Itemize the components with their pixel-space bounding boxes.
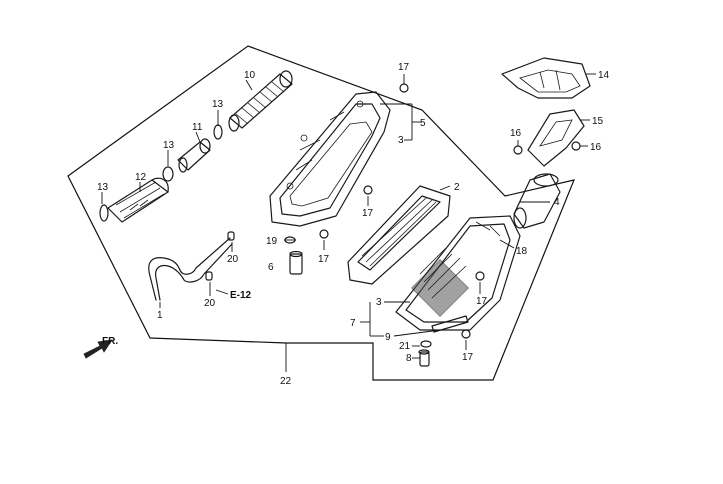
drain-plug-8: [418, 349, 430, 367]
label-15: 15: [592, 116, 604, 127]
drain-strip-9: [431, 315, 469, 333]
filter-element-2: [347, 185, 451, 285]
tube-11: [177, 138, 211, 173]
label-3-low: 3: [376, 297, 382, 308]
intake-duct-12: [107, 177, 169, 223]
label-14: 14: [598, 70, 610, 81]
leader-lines: [101, 73, 596, 359]
air-cleaner-cover-18: [395, 215, 521, 331]
label-17-b: 17: [318, 254, 330, 265]
assembly-boundary: [67, 45, 575, 381]
bracket-15: [527, 109, 585, 167]
clamp-13c: [213, 124, 223, 140]
label-22: 22: [280, 376, 292, 387]
label-6: 6: [268, 262, 274, 273]
corrugated-tube-10: [228, 70, 293, 132]
label-12: 12: [135, 172, 147, 183]
label-17-bottom: 17: [462, 352, 474, 363]
air-cleaner-case-5: [269, 91, 391, 227]
label-7: 7: [350, 318, 356, 329]
plug-6: [289, 250, 303, 275]
clamp-13a: [99, 204, 109, 222]
connecting-tube-4: [513, 173, 561, 229]
filter-mesh: [411, 247, 469, 317]
front-arrow-icon: [83, 339, 113, 359]
label-16-right: 16: [590, 142, 602, 153]
label-13-mid: 13: [163, 140, 175, 151]
breather-hose: [148, 237, 231, 301]
label-16-left: 16: [510, 128, 522, 139]
label-21: 21: [399, 341, 411, 352]
clip-20a: [227, 231, 235, 241]
label-20-up: 20: [227, 254, 239, 265]
label-2: 2: [454, 182, 460, 193]
label-10: 10: [244, 70, 256, 81]
clip-20b: [205, 271, 213, 281]
screw-icons: [319, 83, 581, 339]
label-9: 9: [385, 332, 391, 343]
label-17-c: 17: [362, 208, 374, 219]
label-front: FR.: [102, 336, 118, 347]
label-1: 1: [157, 310, 163, 321]
label-13-left: 13: [97, 182, 109, 193]
label-5: 5: [420, 118, 426, 129]
clamp-13b: [162, 166, 174, 182]
label-4: 4: [554, 197, 560, 208]
clip-21: [420, 340, 432, 348]
resonator-14: [501, 57, 591, 99]
label-19: 19: [266, 236, 278, 247]
label-20-low: 20: [204, 298, 216, 309]
label-8: 8: [406, 353, 412, 364]
label-17-right: 17: [476, 296, 488, 307]
label-11: 11: [192, 122, 203, 133]
label-13-top: 13: [212, 99, 224, 110]
label-3-top: 3: [398, 135, 404, 146]
label-18: 18: [516, 246, 528, 257]
label-e12: E-12: [230, 290, 252, 301]
label-17-top: 17: [398, 62, 410, 73]
